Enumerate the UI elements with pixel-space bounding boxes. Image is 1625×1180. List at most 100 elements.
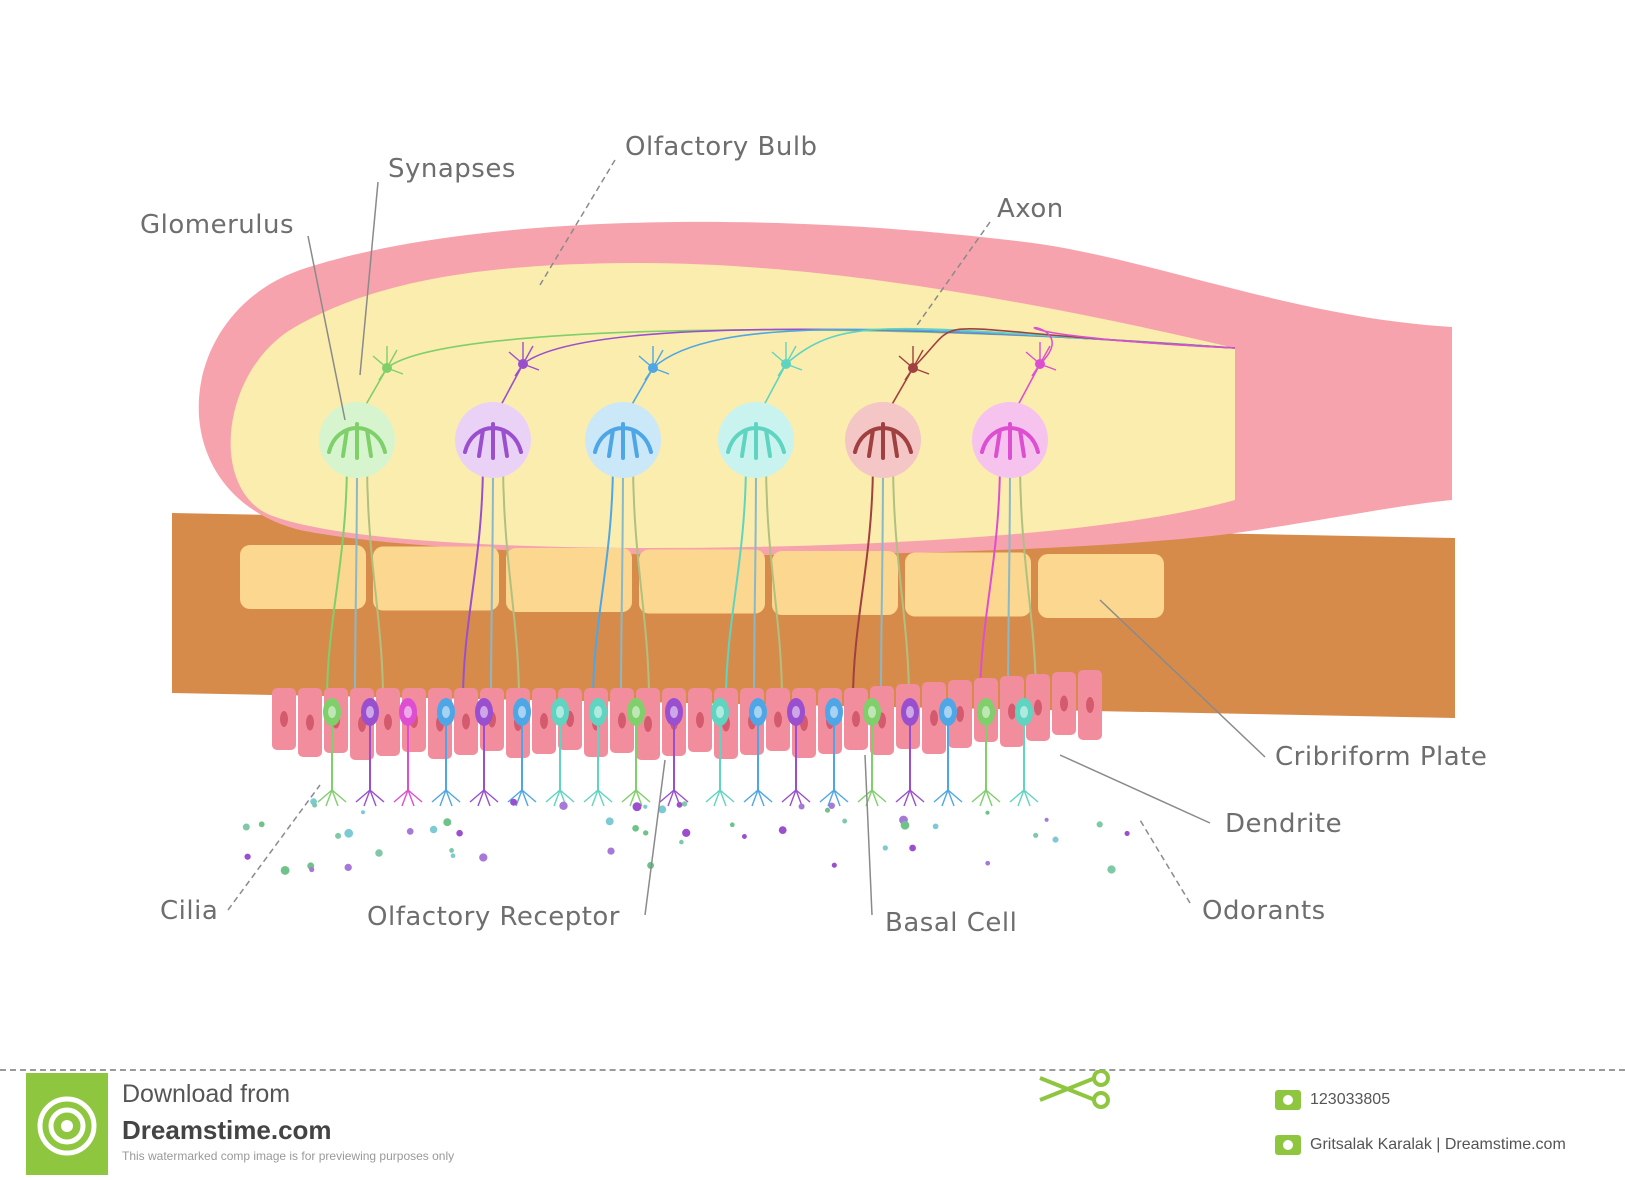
epithelial-nucleus [280,711,288,727]
odorant-particle [828,802,835,809]
cilium [1023,789,1039,803]
cilium [401,789,409,807]
odorant-particle [559,801,568,811]
image-id-icon [1275,1090,1301,1110]
cilium [477,789,485,807]
label-olfactory-bulb: Olfactory Bulb [625,132,818,162]
odorant-particle [643,830,649,836]
odorant-particle [309,866,315,873]
synapse-tree [463,422,523,460]
cilium [719,789,727,807]
dreamstime-logo-badge [26,1073,108,1175]
pointer-synapses [359,181,379,376]
odorant-particle [778,826,787,834]
odorant-particle [344,863,352,872]
odorant-particle [375,849,383,857]
plate-cell [905,552,1031,617]
cilium [757,789,773,803]
cilium [757,789,765,807]
synapse-tree [853,422,913,460]
synapse-tree [980,422,1040,460]
cilium [719,789,735,803]
odorant-particle [450,853,456,859]
odorant-particle [900,820,910,830]
cilium [483,789,499,803]
receptor-axon [753,459,757,701]
odorant-particle [932,823,939,830]
synapse-tree [327,422,387,460]
cilium [751,789,759,807]
receptor-axon [725,459,747,701]
footer-separator [0,1069,1625,1071]
odorant-particle [258,821,265,828]
cilium [1017,789,1025,807]
cilium [515,789,523,807]
receptor-nucleus [944,706,952,718]
label-glomerulus: Glomerulus [140,210,295,240]
cilium [469,789,485,803]
receptor-axon [979,459,1001,701]
cilium [909,789,925,803]
cilium [583,789,599,803]
cilium [857,789,873,803]
odorant-particle [335,832,342,839]
mitral-dendrite [912,349,924,369]
epithelial-nucleus [930,710,938,726]
cilium [407,789,423,803]
epithelial-nucleus [1086,697,1094,713]
odorant-particle [632,824,639,832]
cilium [795,789,811,803]
receptor-axon [880,459,884,701]
mitral-dendrite [386,367,404,375]
label-basal-cell: Basal Cell [885,908,1018,938]
epithelial-nucleus [306,714,314,731]
cilium [325,789,333,807]
dreamstime-link[interactable]: Dreamstime.com [122,1115,332,1145]
label-cilia: Cilia [160,896,219,926]
axon-group [326,326,1236,701]
cilium [355,789,371,803]
swirl-logo-icon [37,1096,97,1156]
epithelial-nucleus [462,713,470,730]
cilium [819,789,835,803]
mitral-dendrite [785,345,797,365]
mitral-dendrite [652,367,670,375]
cilium [545,789,561,803]
receptor-nucleus [594,706,602,718]
odorant-particle [985,860,991,866]
odorant-particle [244,853,251,860]
cilium [445,789,453,807]
cilium [507,789,523,803]
label-cribriform-plate: Cribriform Plate [1275,742,1488,772]
receptor-axon [892,459,910,701]
odorant-particle [1096,821,1103,828]
cilium [445,789,461,803]
odorant-particle [632,802,642,812]
cilium [317,789,333,803]
cilium [629,789,637,807]
receptor-nucleus [830,706,838,718]
watermark-note: This watermarked comp image is for previ… [122,1149,455,1163]
odorant-particle [643,804,648,809]
receptor-nucleus [556,706,564,718]
receptor-nucleus [1020,706,1028,718]
mitral-dendrite [638,355,654,369]
author-credit[interactable]: Gritsalak Karalak | Dreamstime.com [1310,1136,1566,1153]
cilium [979,789,987,807]
odorant-particle [658,805,667,814]
receptor-axon [502,459,520,701]
pointer-cilia [227,784,321,911]
synapse-tree [726,422,786,460]
plate-cell [240,545,366,609]
cilium [1023,789,1031,807]
cilium [941,789,949,807]
cilium [439,789,447,807]
pointer-olfactory-bulb [539,159,616,286]
cilium [369,789,385,803]
receptor-axon [354,459,358,701]
epithelial-nucleus [1034,699,1042,716]
mitral-dendrite [386,349,398,369]
plate-cell [373,546,499,611]
cilium [331,789,347,803]
pointer-glomerulus [307,235,346,421]
